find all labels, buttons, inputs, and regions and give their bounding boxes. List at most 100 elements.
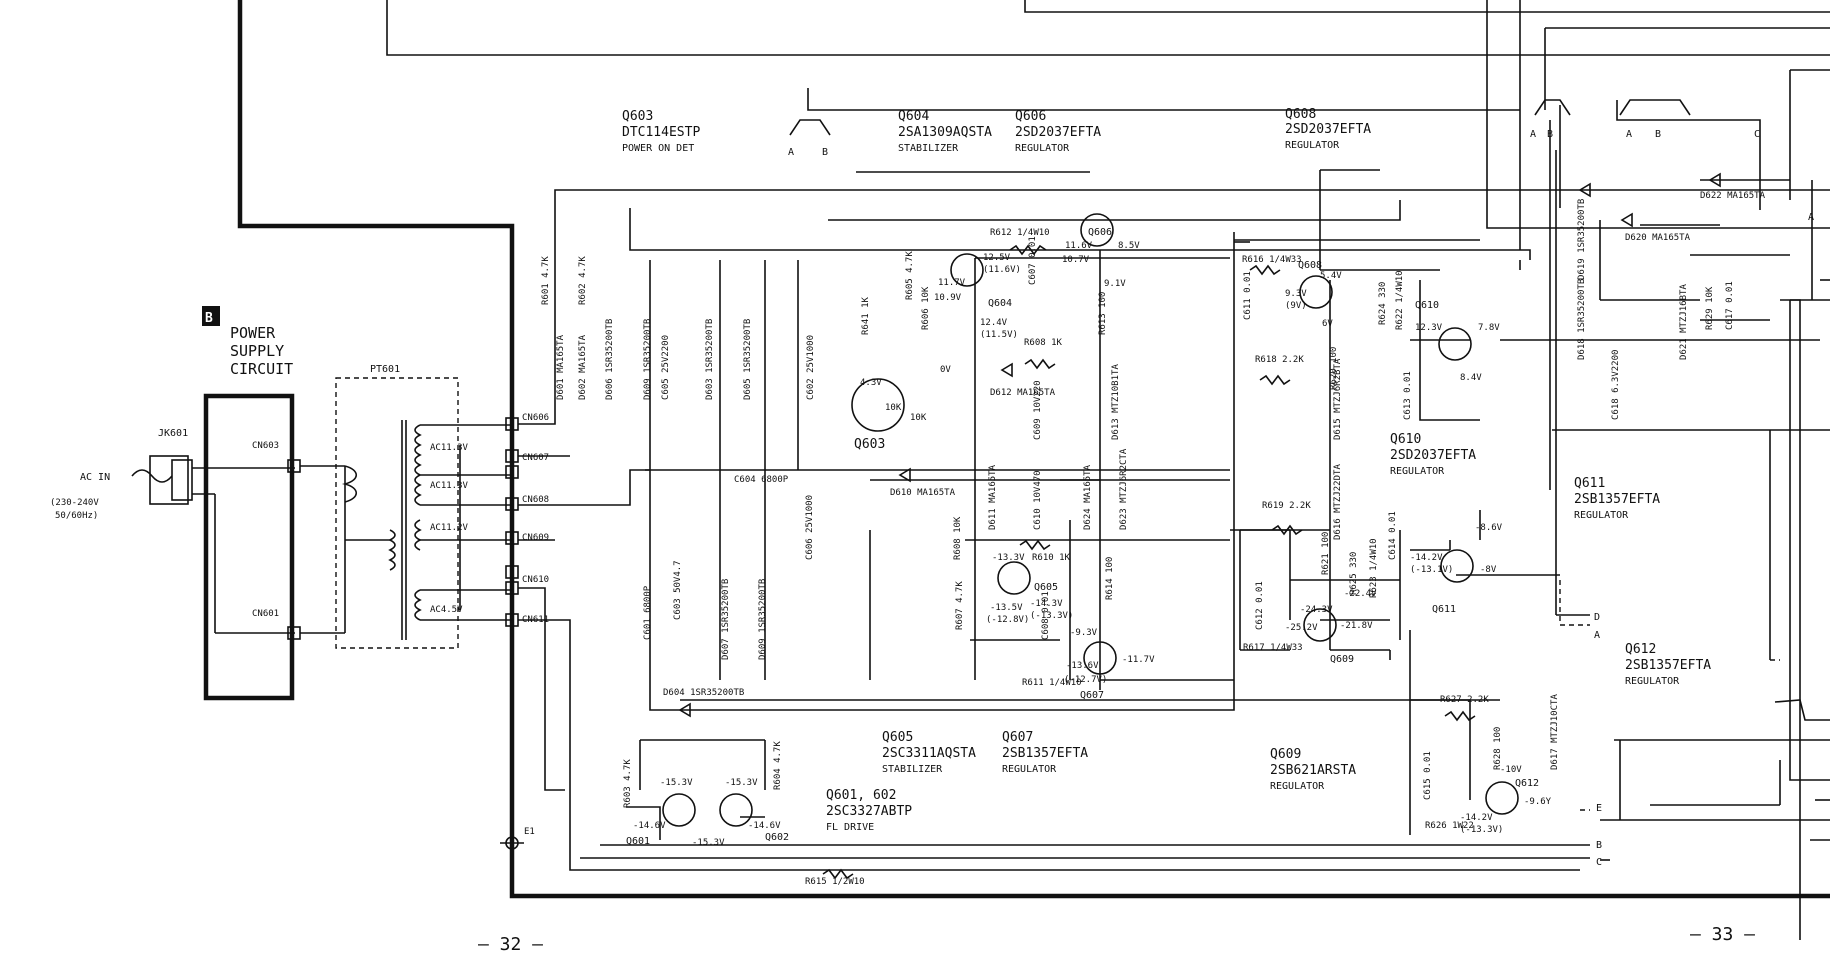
svg-text:Q609: Q609 <box>1330 654 1354 665</box>
q605-symbol <box>997 561 1031 595</box>
svg-text:A: A <box>1594 630 1600 641</box>
svg-text:B: B <box>1655 129 1661 140</box>
connector-cn609: CN609 <box>522 533 549 543</box>
svg-text:R626 1W22: R626 1W22 <box>1425 821 1474 831</box>
connector-cn610: CN610 <box>522 575 549 585</box>
svg-text:(9V): (9V) <box>1285 301 1307 311</box>
svg-text:C618 6.3V2200: C618 6.3V2200 <box>1611 350 1621 420</box>
svg-text:D617 MTZJ10CTA: D617 MTZJ10CTA <box>1550 694 1560 770</box>
connector-cn611: CN611 <box>522 615 549 625</box>
svg-text:(11.6V): (11.6V) <box>983 265 1021 275</box>
svg-text:D623 MTZJ6R2CTA: D623 MTZJ6R2CTA <box>1119 448 1129 530</box>
q603-role: POWER ON DET <box>622 143 694 154</box>
svg-text:-13.5V: -13.5V <box>990 603 1023 613</box>
svg-text:Q603: Q603 <box>854 437 885 452</box>
svg-text:C614 0.01: C614 0.01 <box>1388 511 1398 560</box>
svg-text:(-12.7V): (-12.7V) <box>1064 675 1107 685</box>
svg-text:Q606: Q606 <box>1088 227 1112 238</box>
svg-text:8.5V: 8.5V <box>1118 241 1140 251</box>
top-bus-lines <box>386 0 1830 250</box>
svg-text:B: B <box>1596 840 1602 851</box>
q605-role: STABILIZER <box>882 764 943 775</box>
svg-text:A: A <box>1808 212 1814 223</box>
svg-text:-15.3V: -15.3V <box>725 778 758 788</box>
svg-text:R601 4.7K: R601 4.7K <box>541 256 551 305</box>
svg-text:-14.2V: -14.2V <box>1410 553 1443 563</box>
svg-text:D620 MA165TA: D620 MA165TA <box>1625 233 1691 243</box>
svg-text:R613 100: R613 100 <box>1098 292 1108 335</box>
section-title-line1: POWER <box>230 324 276 342</box>
section-title-line3: CIRCUIT <box>230 360 293 378</box>
main-wiring <box>518 88 1830 940</box>
svg-text:-21.8V: -21.8V <box>1340 621 1373 631</box>
svg-text:-8.6V: -8.6V <box>1475 523 1503 533</box>
svg-text:11.7V: 11.7V <box>938 278 966 288</box>
q601-602-ref: Q601, 602 <box>826 788 896 803</box>
node-voltages: 11.7V 10.9V 12.5V (11.6V) 12.4V (11.5V) … <box>633 241 1552 848</box>
svg-text:R605 4.7K: R605 4.7K <box>905 251 915 300</box>
svg-text:D607 1SR35200TB: D607 1SR35200TB <box>721 579 731 660</box>
svg-text:A: A <box>788 147 794 158</box>
svg-text:(-13.1V): (-13.1V) <box>1410 565 1453 575</box>
q604-ref: Q604 <box>898 109 929 124</box>
q611-role: REGULATOR <box>1574 510 1629 521</box>
svg-text:R641 1K: R641 1K <box>861 296 871 335</box>
svg-text:(11.5V): (11.5V) <box>980 330 1018 340</box>
q607-symbol <box>1083 641 1117 675</box>
svg-text:D609 1SR35200TB: D609 1SR35200TB <box>758 579 768 660</box>
svg-text:R616 1/4W33: R616 1/4W33 <box>1242 255 1302 265</box>
svg-text:D606 1SR35200TB: D606 1SR35200TB <box>605 319 615 400</box>
q611-ref: Q611 <box>1574 476 1605 491</box>
pt601-label: PT601 <box>370 364 400 375</box>
svg-text:(-12.8V): (-12.8V) <box>986 615 1029 625</box>
q612-part: 2SB1357EFTA <box>1625 658 1711 673</box>
svg-text:R607 4.7K: R607 4.7K <box>955 581 965 630</box>
q606-part: 2SD2037EFTA <box>1015 125 1101 140</box>
svg-text:R608 10K: R608 10K <box>953 516 963 560</box>
svg-text:-14.6V: -14.6V <box>633 821 666 831</box>
bus-brackets <box>789 99 1691 861</box>
right-edge-block <box>1780 180 1830 801</box>
svg-text:B: B <box>1547 129 1553 140</box>
svg-text:10K: 10K <box>910 413 927 423</box>
q612-symbol <box>1485 781 1519 815</box>
svg-text:R617 1/4W33: R617 1/4W33 <box>1243 643 1303 653</box>
svg-text:R606 10K: R606 10K <box>921 286 931 330</box>
svg-text:R625 330: R625 330 <box>1349 552 1359 595</box>
svg-text:D604 1SR35200TB: D604 1SR35200TB <box>663 688 744 698</box>
q609-ref: Q609 <box>1270 747 1301 762</box>
transistor-symbols <box>662 213 1519 827</box>
svg-text:Q607: Q607 <box>1080 690 1104 701</box>
section-title-line2: SUPPLY <box>230 342 284 360</box>
q607-role: REGULATOR <box>1002 764 1057 775</box>
q609-part: 2SB621ARSTA <box>1270 763 1356 778</box>
transistor-labels: Q603 DTC114ESTP POWER ON DET Q604 2SA130… <box>622 107 1711 833</box>
svg-text:R612 1/4W10: R612 1/4W10 <box>990 228 1050 238</box>
svg-text:-10V: -10V <box>1500 765 1522 775</box>
svg-text:C601 6800P: C601 6800P <box>643 585 653 640</box>
svg-text:D622 MA165TA: D622 MA165TA <box>1700 191 1766 201</box>
svg-text:C611 0.01: C611 0.01 <box>1243 271 1253 320</box>
connector-cn606: CN606 <box>522 413 549 423</box>
winding-1: AC11.3V <box>430 443 469 453</box>
q611-part: 2SB1357EFTA <box>1574 492 1660 507</box>
svg-text:Q612: Q612 <box>1515 778 1539 789</box>
q606-symbol <box>1080 213 1114 247</box>
q604-symbol <box>950 253 984 287</box>
q601-602-part: 2SC3327ABTP <box>826 804 912 819</box>
svg-text:-11.7V: -11.7V <box>1122 655 1155 665</box>
svg-text:R602 4.7K: R602 4.7K <box>578 256 588 305</box>
q611-symbol <box>1440 549 1474 583</box>
svg-text:8.4V: 8.4V <box>1460 373 1482 383</box>
section-badge: B <box>205 311 213 326</box>
winding-3: AC11.2V <box>430 523 469 533</box>
svg-text:4.3V: 4.3V <box>860 378 882 388</box>
section-badge-box <box>202 306 220 326</box>
ac-input-block <box>131 455 345 640</box>
svg-text:R603 4.7K: R603 4.7K <box>623 759 633 808</box>
svg-text:-9.6Y: -9.6Y <box>1524 797 1552 807</box>
svg-text:R620 100: R620 100 <box>1329 347 1339 390</box>
svg-text:R622 1/4W10: R622 1/4W10 <box>1395 270 1405 330</box>
svg-text:R614 100: R614 100 <box>1105 557 1115 600</box>
svg-text:Q610: Q610 <box>1415 300 1439 311</box>
